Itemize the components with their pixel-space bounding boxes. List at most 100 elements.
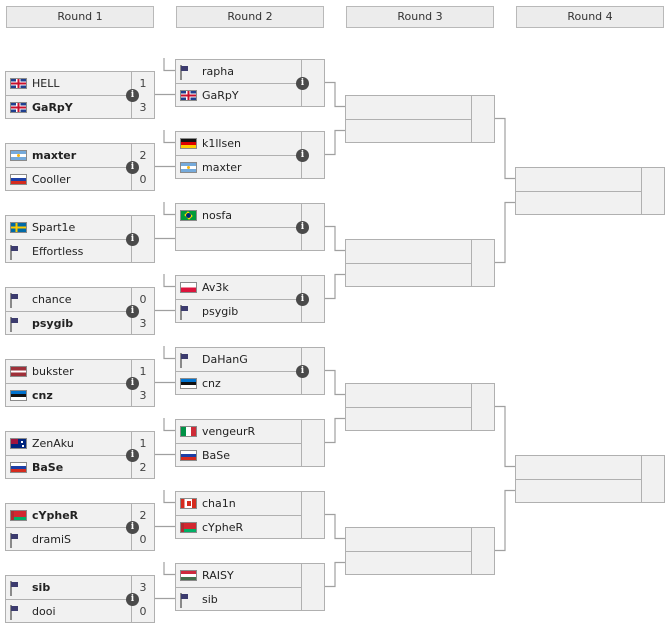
participant-slot[interactable]: Spart1e [6,216,131,240]
round3-match[interactable] [345,95,495,143]
participant-slot[interactable]: BaSe [176,444,301,467]
round3-match[interactable] [345,383,495,431]
player-name: ZenAku [32,437,74,450]
match-info-icon[interactable]: i [126,89,139,102]
round4-match[interactable] [515,167,665,215]
player-name: DaHanG [202,353,248,366]
participant-slot[interactable]: GaRpY [176,84,301,107]
participant-slot[interactable]: k1llsen [176,132,301,156]
player-score: 3 [139,101,147,114]
participant-slot[interactable]: maxter [176,156,301,179]
flag-brazil-icon [180,210,197,221]
participant-slot[interactable] [516,480,641,503]
participant-slot[interactable]: cYpheR [6,504,131,528]
participant-slot[interactable]: rapha [176,60,301,84]
participant-slot[interactable] [516,456,641,480]
participant-slot[interactable]: cYpheR [176,516,301,539]
participant-slot[interactable]: dooi [6,600,131,623]
match-info-icon[interactable]: i [296,77,309,90]
participant-slot[interactable] [346,120,471,143]
flag-usa-icon [10,293,18,308]
match-info-icon[interactable]: i [296,149,309,162]
match-info-icon[interactable]: i [126,305,139,318]
participant-slot[interactable]: Effortless [6,240,131,263]
participant-slot[interactable]: HELL [6,72,131,96]
participant-slot[interactable]: vengeurR [176,420,301,444]
player-name: psygib [32,317,74,330]
participant-slot[interactable] [346,264,471,287]
participant-slot[interactable]: nosfa [176,204,301,228]
flag-usa-icon [180,593,188,608]
score-column [641,168,665,214]
round2-match[interactable]: cha1n cYpheR [175,491,325,539]
participant-slot[interactable]: BaSe [6,456,131,479]
flag-estonia-icon [10,390,27,401]
participant-slot[interactable]: Cooller [6,168,131,191]
participant-slot[interactable]: DaHanG [176,348,301,372]
match-info-icon[interactable]: i [126,233,139,246]
round3-match[interactable] [345,239,495,287]
participant-slot[interactable]: dramiS [6,528,131,551]
player-name: cYpheR [202,521,244,534]
participant-slot[interactable] [516,168,641,192]
participant-slot[interactable]: psygib [6,312,131,335]
match-info-icon[interactable]: i [126,377,139,390]
match-info-icon[interactable]: i [296,221,309,234]
participant-slot[interactable]: Av3k [176,276,301,300]
participant-slot[interactable]: chance [6,288,131,312]
participant-slot[interactable] [176,228,301,251]
match-info-icon[interactable]: i [296,365,309,378]
match-info-icon[interactable]: i [126,449,139,462]
player-name: dramiS [32,533,71,546]
flag-uk-icon [180,90,197,101]
participant-slot[interactable] [346,528,471,552]
participant-slot[interactable]: maxter [6,144,131,168]
participant-slot[interactable]: sib [176,588,301,611]
round-2-header: Round 2 [176,6,324,28]
round4-match[interactable] [515,455,665,503]
participant-slot[interactable]: ZenAku [6,432,131,456]
participant-slot[interactable] [346,240,471,264]
participant-slot[interactable] [346,552,471,575]
participant-slot[interactable]: cnz [6,384,131,407]
participant-slot[interactable]: RAISY [176,564,301,588]
player-name: rapha [202,65,234,78]
participant-slot[interactable]: cnz [176,372,301,395]
participant-slot[interactable]: bukster [6,360,131,384]
player-name: Av3k [202,281,229,294]
match-info-icon[interactable]: i [126,521,139,534]
participant-slot[interactable] [516,192,641,215]
match-info-icon[interactable]: i [126,161,139,174]
flag-estonia-icon [180,378,197,389]
round-3-header: Round 3 [346,6,494,28]
score-column [301,564,325,610]
participant-slot[interactable] [346,384,471,408]
score-column [301,492,325,538]
participant-slot[interactable] [346,408,471,431]
participant-slot[interactable]: psygib [176,300,301,323]
match-info-icon[interactable]: i [126,593,139,606]
participant-slot[interactable]: cha1n [176,492,301,516]
round3-match[interactable] [345,527,495,575]
match-info-icon[interactable]: i [296,293,309,306]
participant-slot[interactable]: sib [6,576,131,600]
player-score: 1 [139,365,147,378]
participant-slot[interactable]: GaRpY [6,96,131,119]
flag-usa-icon [180,305,188,320]
participant-slot[interactable] [346,96,471,120]
